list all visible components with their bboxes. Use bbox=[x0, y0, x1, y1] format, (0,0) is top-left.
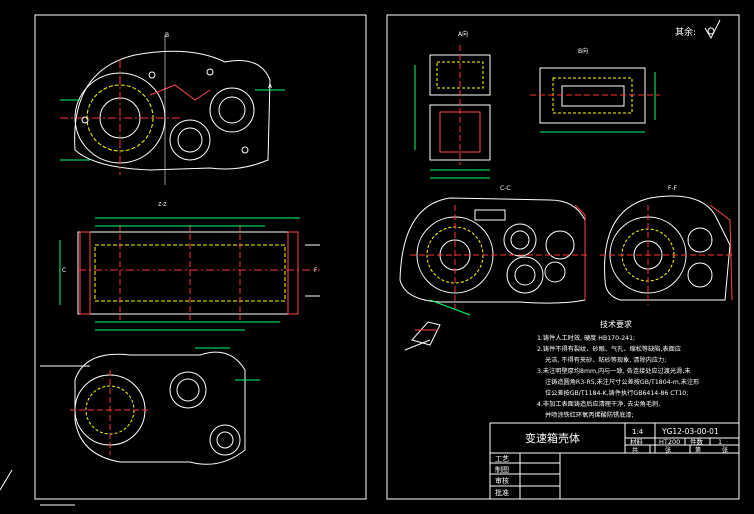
label-f-side: F bbox=[314, 267, 318, 274]
tech-line-5: 注铸造圆角R3-R5,未注尺寸公差按GB/T1804-m,未注形 bbox=[545, 378, 699, 386]
tech-line-7: 4.非加工表面铸造后应清理干净, 去尖角毛刺, bbox=[537, 400, 660, 408]
tech-requirements: 技术要求 1.铸件人工时效, 硬度 HB170-241; 2.铸件不得有裂纹、砂… bbox=[537, 319, 699, 419]
title-qty-label: 件数 bbox=[690, 437, 704, 446]
label-b-left: B bbox=[165, 32, 169, 39]
tech-line-1: 1.铸件人工时效, 硬度 HB170-241; bbox=[537, 334, 635, 342]
title-material: HT200 bbox=[659, 438, 680, 446]
title-row-drafted: 制图 bbox=[495, 465, 509, 474]
tech-line-2: 2.铸件不得有裂纹、砂眼、气孔、缩松等缺陷,表面应 bbox=[537, 345, 681, 353]
tech-line-8: 并喷涂铁红环氧丙烯酸防锈底漆; bbox=[545, 411, 634, 419]
title-sheet-label: 张 bbox=[665, 446, 671, 454]
top-front-view bbox=[60, 35, 285, 185]
left-sheet-frame bbox=[34, 14, 367, 500]
title-sheet-label-2: 张 bbox=[722, 446, 728, 454]
tech-line-6: 位公差按GB/T1184-K,铸件执行GB6414-86 CT10; bbox=[545, 389, 688, 397]
a-view bbox=[414, 45, 491, 179]
title-drawing-no: YG12-03-00-01 bbox=[661, 427, 719, 436]
label-a-left: A bbox=[268, 83, 273, 90]
b-view bbox=[530, 67, 660, 133]
bottom-view bbox=[40, 347, 260, 465]
right-sheet: 其余: A向 B向 C-C bbox=[386, 14, 740, 500]
middle-section-view: Z-Z bbox=[59, 202, 320, 331]
tech-requirements-heading: 技术要求 bbox=[600, 319, 632, 329]
title-row-checked: 审核 bbox=[495, 476, 509, 485]
cc-section bbox=[399, 197, 590, 316]
left-sheet: B A Z-Z C F bbox=[34, 14, 367, 500]
label-cc: C-C bbox=[500, 185, 511, 192]
label-ff: F-F bbox=[668, 185, 678, 192]
title-sheet-total-label: 共 bbox=[632, 446, 638, 454]
tech-line-3: 光洁, 不得有夹砂、粘砂等现象, 清除内应力; bbox=[545, 356, 666, 364]
title-sheet-no-label: 第 bbox=[695, 446, 701, 454]
title-row-approved: 批准 bbox=[495, 488, 509, 497]
detail-sketch bbox=[404, 321, 441, 351]
surface-finish-icon bbox=[704, 19, 721, 40]
title-scale: 1:4 bbox=[632, 428, 644, 436]
title-material-label: 材料 bbox=[630, 437, 644, 446]
title-block bbox=[489, 422, 740, 500]
ff-section bbox=[600, 195, 735, 305]
title-row-process: 工艺 bbox=[495, 455, 509, 463]
label-c-side: C bbox=[62, 267, 66, 274]
surface-finish-note: 其余: bbox=[675, 26, 696, 38]
label-section-z: Z-Z bbox=[158, 202, 167, 208]
tech-line-4: 3.未注明壁厚均8mm,内与一致, 各连接处应过渡光滑,未 bbox=[537, 367, 691, 375]
corner-marker bbox=[0, 469, 75, 506]
label-b-view: B向 bbox=[578, 47, 588, 55]
title-part-name: 变速箱壳体 bbox=[525, 431, 580, 445]
label-a-view: A向 bbox=[458, 30, 468, 38]
title-qty: 1 bbox=[718, 438, 722, 446]
